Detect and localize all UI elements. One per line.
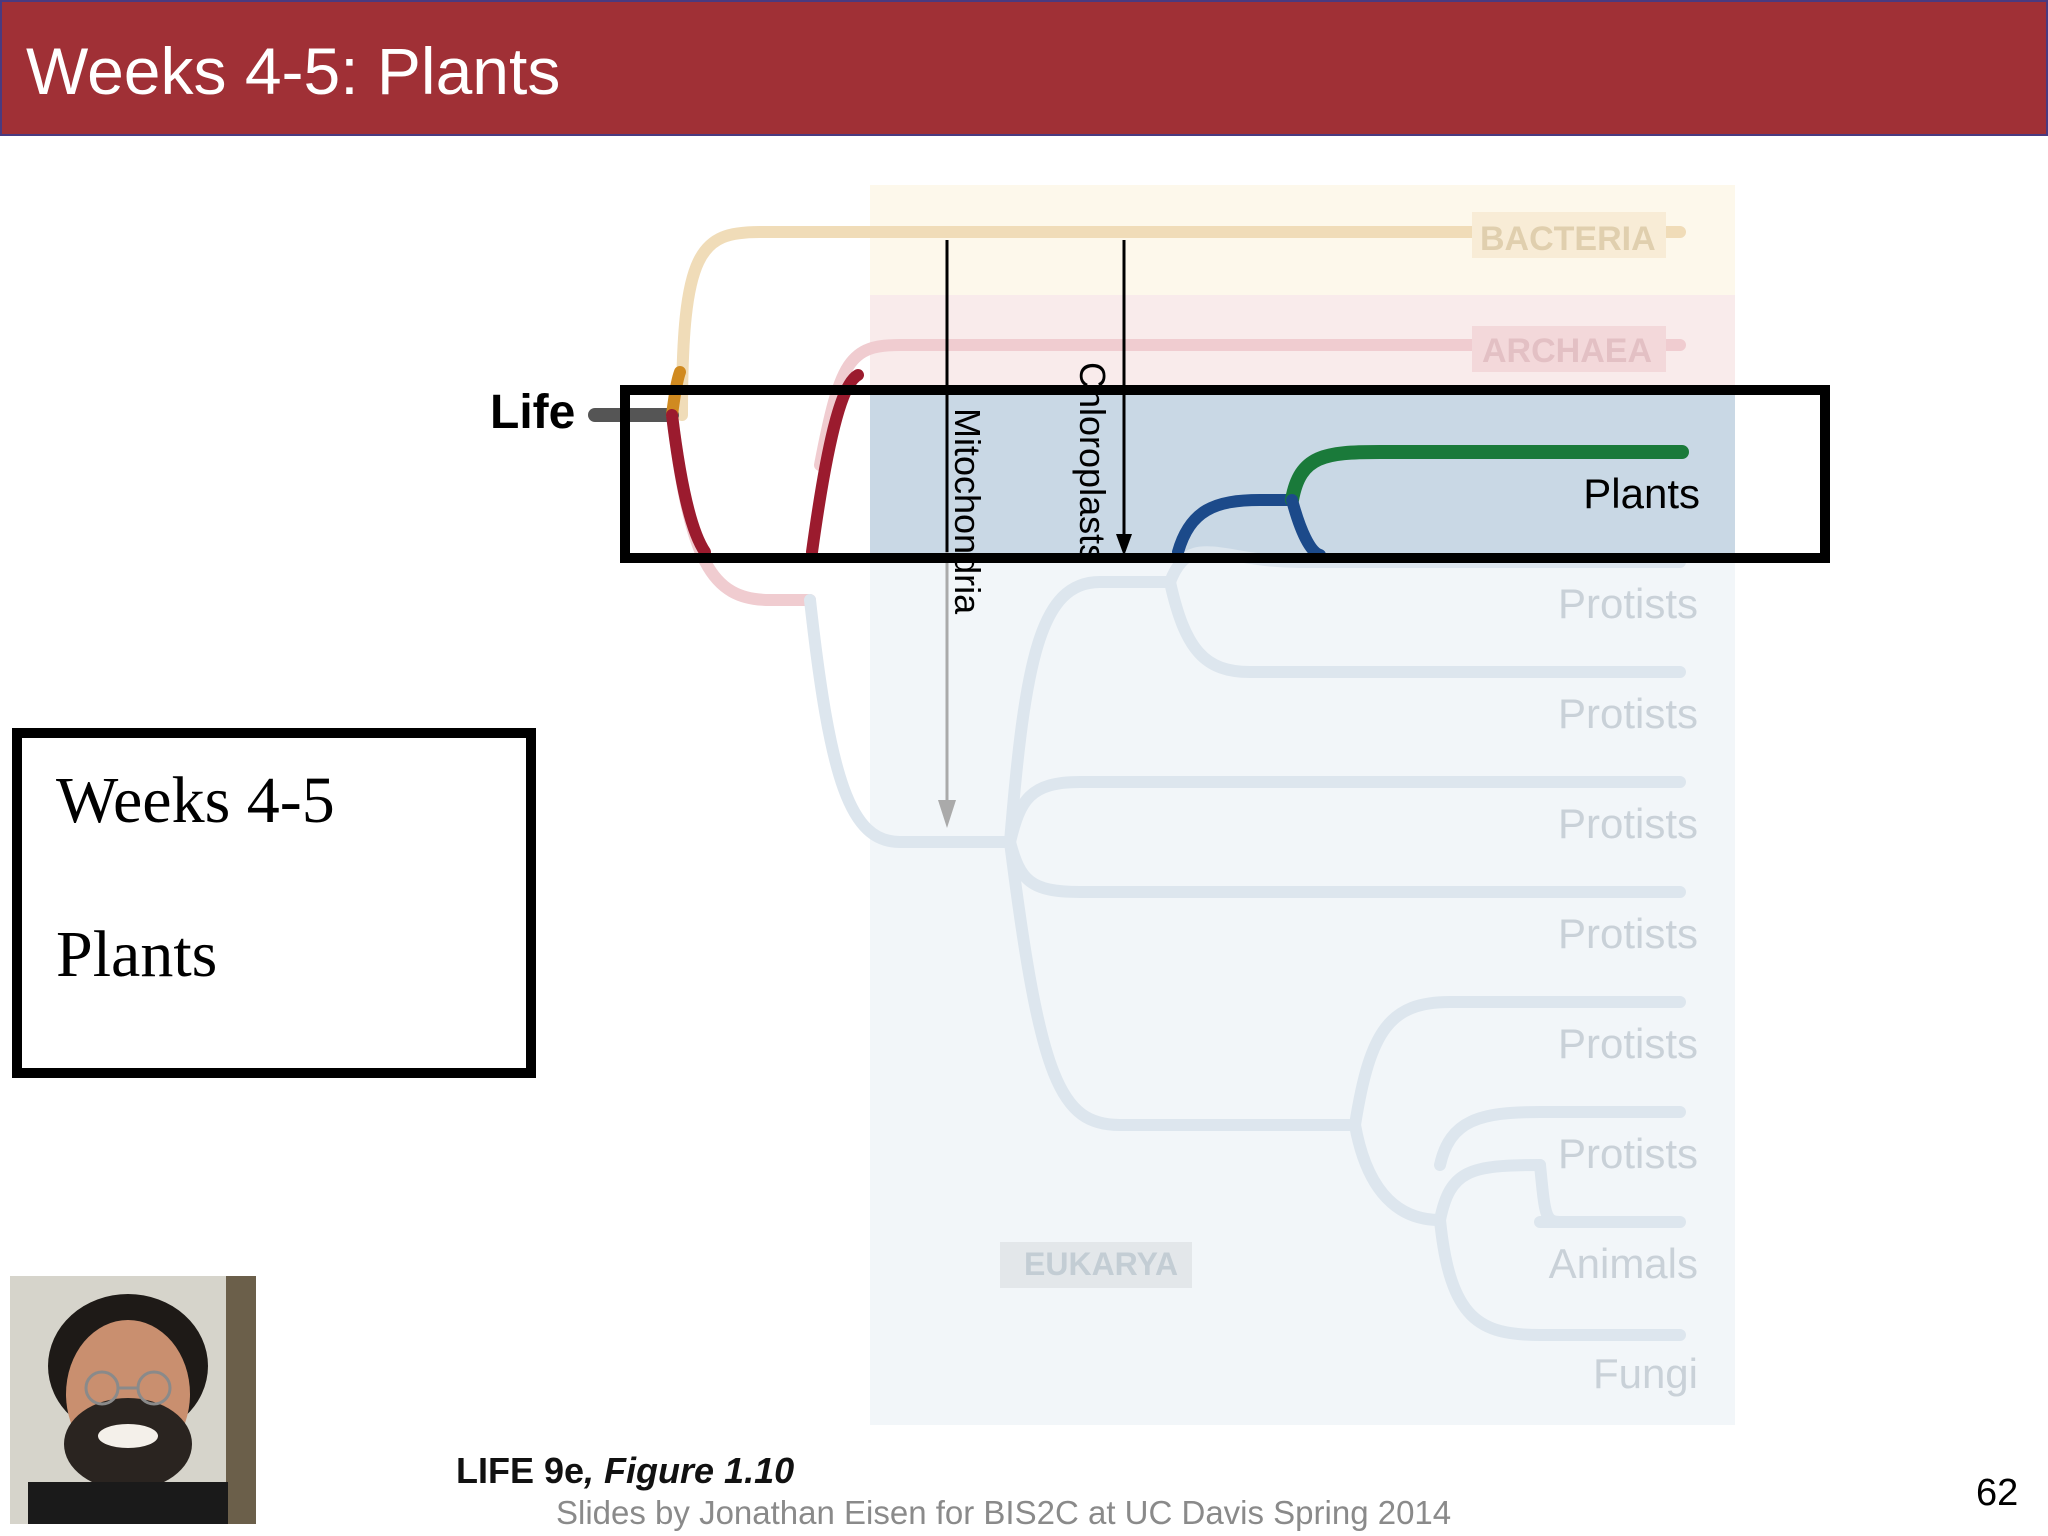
plants-branch (1285, 445, 1689, 507)
mitochondria-label: Mitochondria (947, 408, 988, 615)
eukarya-stem (804, 594, 1016, 848)
slide-title: Weeks 4-5: Plants (26, 34, 561, 108)
archaea-label-bg (1472, 326, 1666, 372)
protist-branch-6 (1434, 1106, 1686, 1171)
slide-footer: Slides by Jonathan Eisen for BIS2C at UC… (556, 1494, 1452, 1531)
title-bar: Weeks 4-5: Plants (0, 0, 2048, 136)
tip-label-plants: Plants (1583, 470, 1700, 517)
opisthokont-stem (1349, 1119, 1446, 1226)
figure-caption: LIFE 9e, Figure 1.10 (456, 1450, 794, 1492)
plants-highlight-box (620, 385, 1830, 563)
protist-branch-5 (1349, 996, 1686, 1131)
archaea-label: ARCHAEA (1482, 332, 1652, 370)
archaea-highlight (806, 369, 864, 558)
chloroplast-arrowhead (1116, 534, 1132, 556)
week-topic: Plants (56, 918, 218, 991)
eukarya-label: EUKARYA (1024, 1246, 1178, 1282)
page-number: 62 (1976, 1472, 2019, 1514)
chloroplast-ancestor-branch (1172, 494, 1298, 558)
eukarya-label-bg (1000, 1242, 1192, 1288)
archaea-branch (814, 339, 1686, 471)
protist-branch-4 (1004, 836, 1686, 898)
protist-branch-3 (1004, 776, 1686, 848)
tip-label-protists-4: Protists (1558, 910, 1698, 957)
protist-branch-2 (1164, 576, 1686, 678)
presenter-photo (10, 1276, 256, 1524)
tip-label-protists-2: Protists (1558, 690, 1698, 737)
animal-fungi-link (1534, 1159, 1566, 1228)
chloroplasts-label: Chloroplasts (1072, 362, 1113, 562)
life-label: Life (490, 386, 575, 439)
caption-figure: , Figure 1.10 (584, 1450, 795, 1491)
tip-label-protists-1: Protists (1558, 580, 1698, 627)
bacteria-label-bg (1472, 212, 1666, 258)
tip-label-protists-3: Protists (1558, 800, 1698, 847)
tip-label-fungi: Fungi (1593, 1350, 1698, 1397)
eukarya-upper (1004, 576, 1176, 848)
caption-book: LIFE 9e (456, 1450, 585, 1491)
tip-label-protists-5: Protists (1558, 1020, 1698, 1067)
eukarya-lower (1004, 836, 1361, 1131)
animals-branch (1434, 1159, 1546, 1226)
fungi-branch (1434, 1214, 1686, 1341)
mitochondria-arrowhead (938, 800, 956, 828)
tip-label-animals: Animals (1549, 1240, 1698, 1287)
bacteria-branch (676, 226, 1686, 421)
week-topic-box: Weeks 4-5 Plants (12, 728, 536, 1078)
tip-label-protists-6: Protists (1558, 1130, 1698, 1177)
week-range: Weeks 4-5 (56, 764, 335, 837)
presenter-photo-drawing (10, 1276, 256, 1524)
archaea-eukarya-highlight (666, 409, 711, 558)
bacteria-label: BACTERIA (1480, 220, 1656, 258)
